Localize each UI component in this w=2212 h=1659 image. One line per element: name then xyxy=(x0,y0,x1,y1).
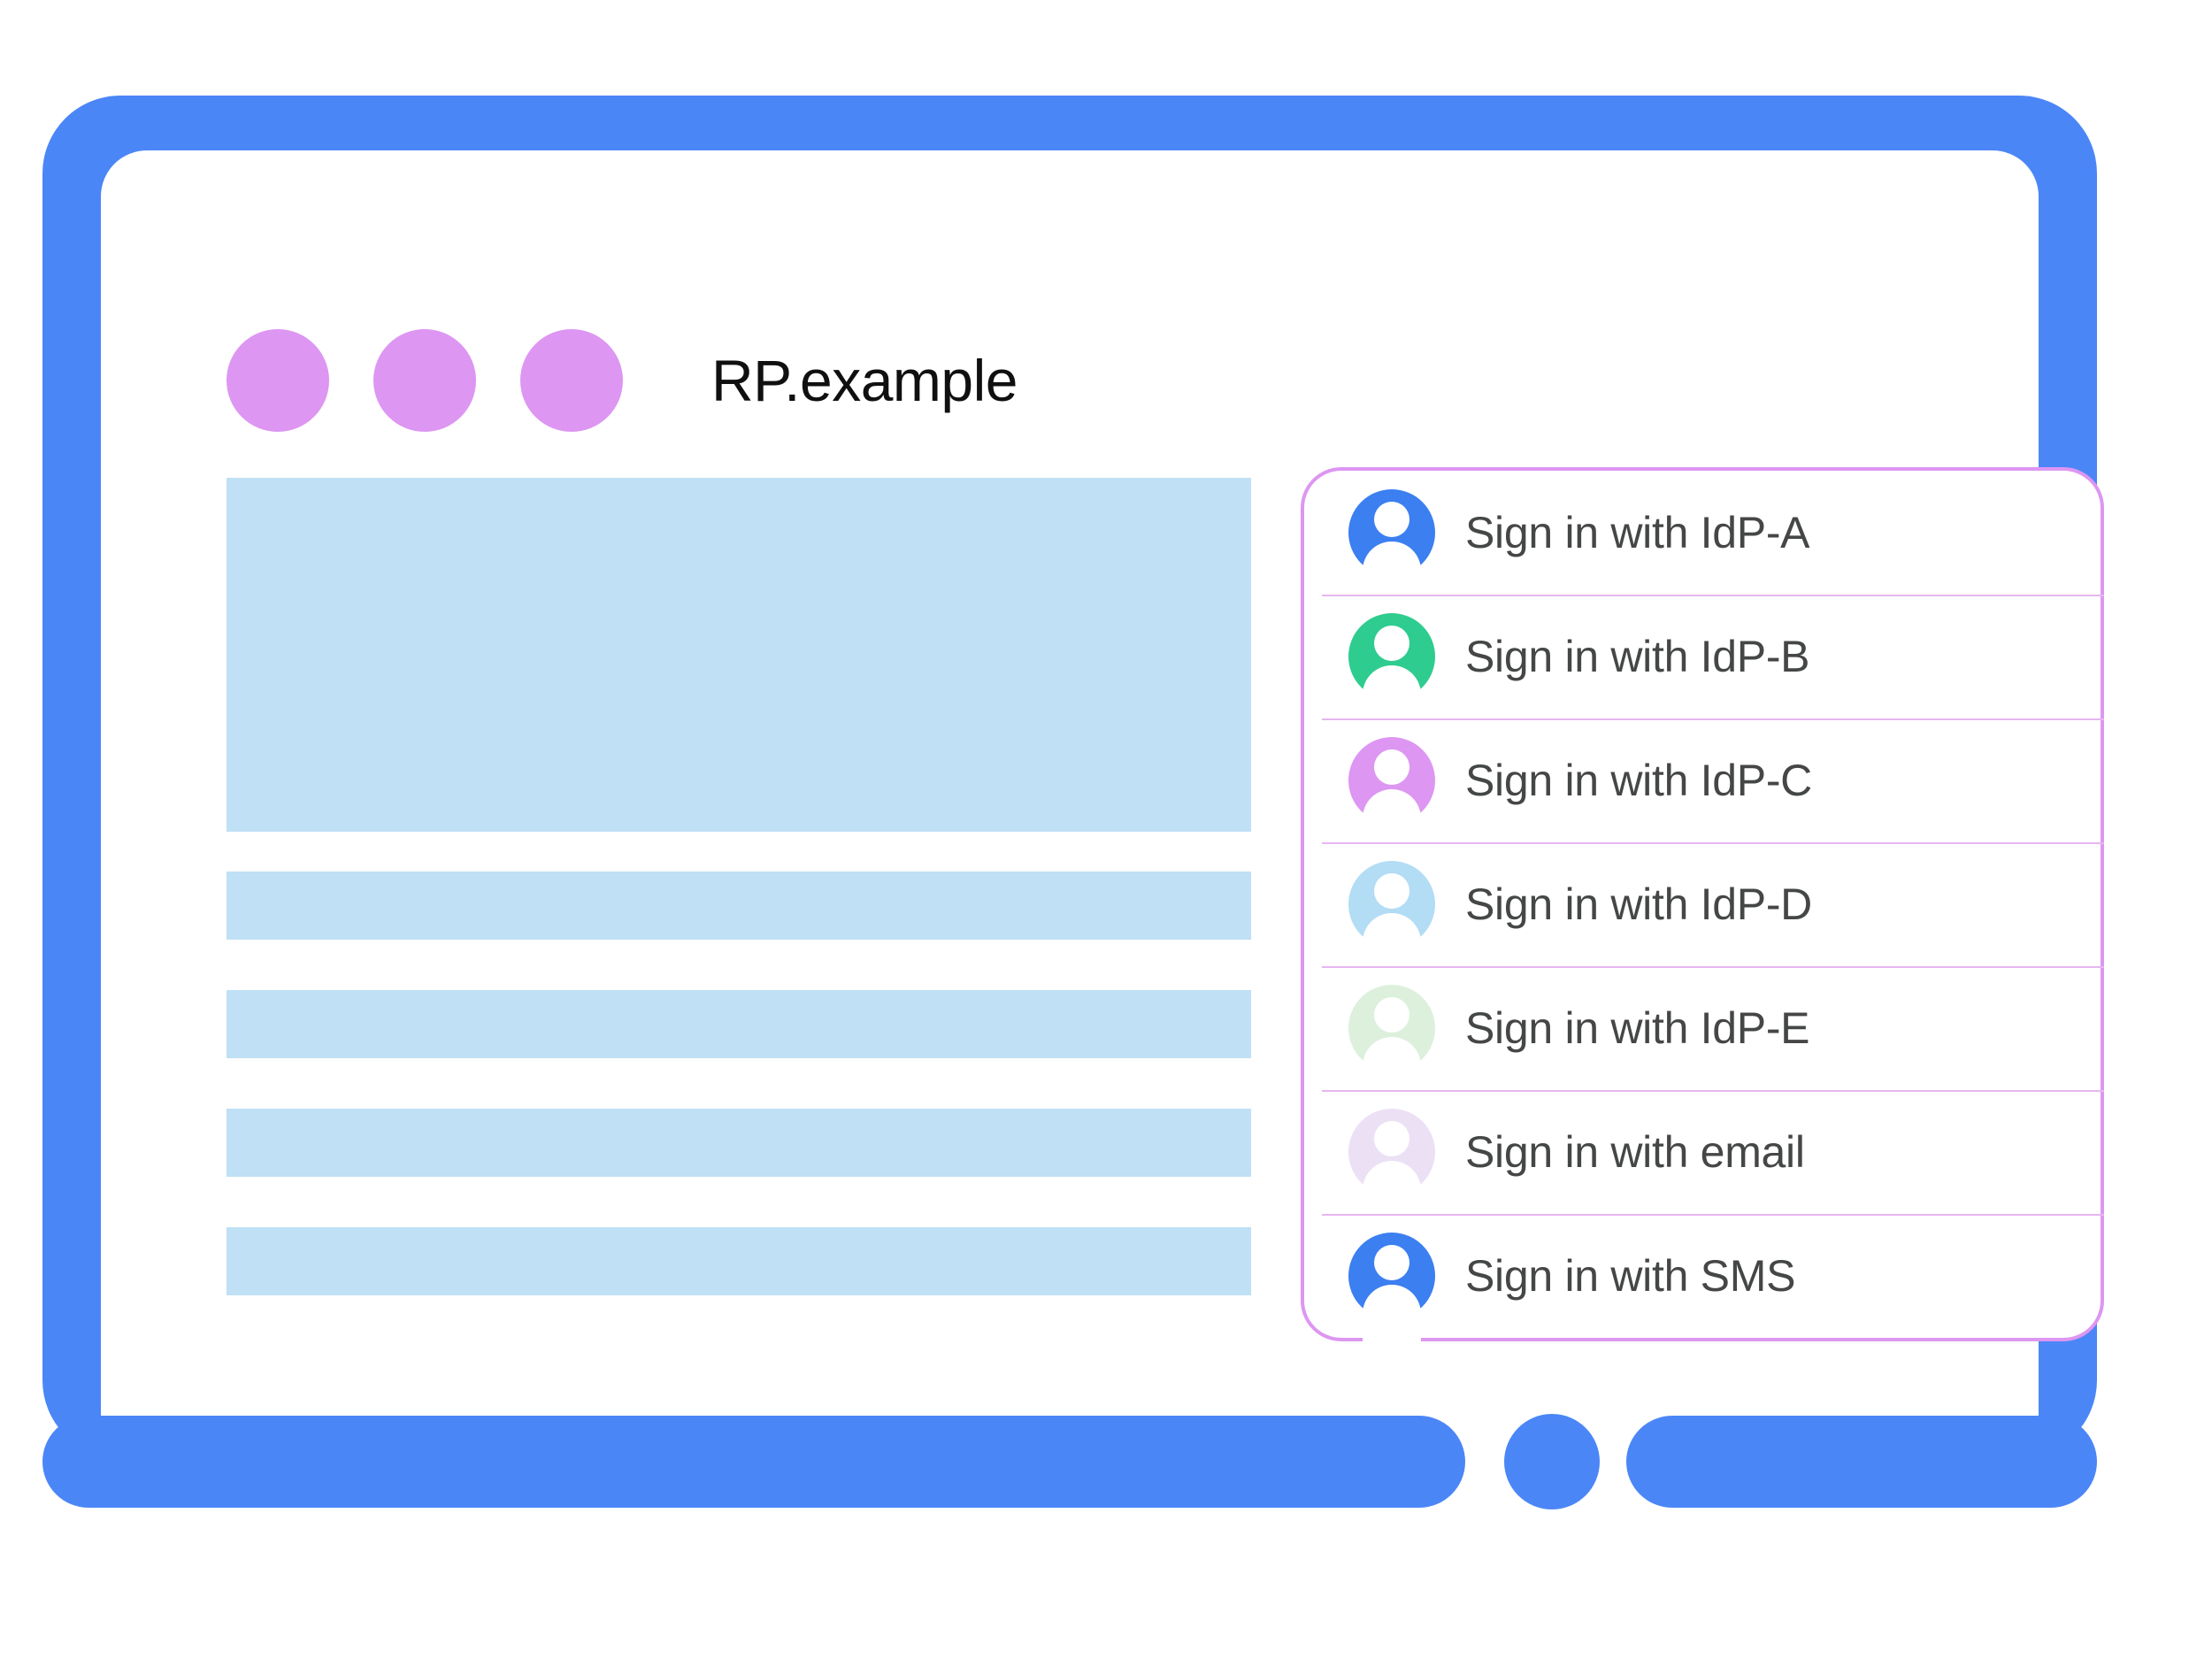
bottom-bezel-right xyxy=(1626,1416,2097,1508)
device-frame: RP.example Sign in with IdP-A Sign in wi… xyxy=(42,96,2104,1547)
content-placeholder-column xyxy=(227,478,1251,1295)
signin-option-label: Sign in with IdP-A xyxy=(1465,508,1810,557)
signin-option-idp-d[interactable]: Sign in with IdP-D xyxy=(1304,842,2104,972)
hero-placeholder xyxy=(227,478,1251,832)
text-placeholder-1 xyxy=(227,872,1251,940)
device-screen: RP.example Sign in with IdP-A Sign in wi… xyxy=(101,150,2104,1460)
signin-option-idp-a[interactable]: Sign in with IdP-A xyxy=(1304,471,2101,600)
browser-header: RP.example xyxy=(227,327,1018,434)
person-avatar-icon xyxy=(1348,1233,1435,1343)
signin-option-idp-b[interactable]: Sign in with IdP-B xyxy=(1304,595,2104,724)
header-dot-3-icon xyxy=(520,329,623,432)
signin-option-label: Sign in with IdP-C xyxy=(1465,756,1812,805)
signin-option-idp-c[interactable]: Sign in with IdP-C xyxy=(1304,718,2104,848)
signin-dialog: Sign in with IdP-A Sign in with IdP-B Si… xyxy=(1301,467,2104,1343)
signin-option-label: Sign in with IdP-E xyxy=(1465,1003,1810,1053)
person-avatar-icon xyxy=(1348,613,1435,724)
signin-option-idp-e[interactable]: Sign in with IdP-E xyxy=(1304,966,2104,1095)
text-placeholder-3 xyxy=(227,1109,1251,1177)
person-avatar-icon xyxy=(1348,861,1435,972)
person-avatar-icon xyxy=(1348,1109,1435,1219)
signin-option-sms[interactable]: Sign in with SMS xyxy=(1304,1214,2104,1343)
header-dot-1-icon xyxy=(227,329,329,432)
person-avatar-icon xyxy=(1348,737,1435,848)
page-title: RP.example xyxy=(711,348,1018,413)
signin-option-label: Sign in with IdP-D xyxy=(1465,879,1812,929)
signin-option-label: Sign in with SMS xyxy=(1465,1251,1796,1301)
home-button[interactable] xyxy=(1504,1414,1600,1509)
signin-option-label: Sign in with IdP-B xyxy=(1465,632,1810,681)
text-placeholder-4 xyxy=(227,1227,1251,1295)
signin-option-label: Sign in with email xyxy=(1465,1127,1805,1177)
text-placeholder-2 xyxy=(227,990,1251,1058)
person-avatar-icon xyxy=(1348,489,1435,600)
header-dot-2-icon xyxy=(373,329,476,432)
signin-option-email[interactable]: Sign in with email xyxy=(1304,1090,2104,1219)
person-avatar-icon xyxy=(1348,985,1435,1095)
bottom-bezel-left xyxy=(42,1416,1465,1508)
